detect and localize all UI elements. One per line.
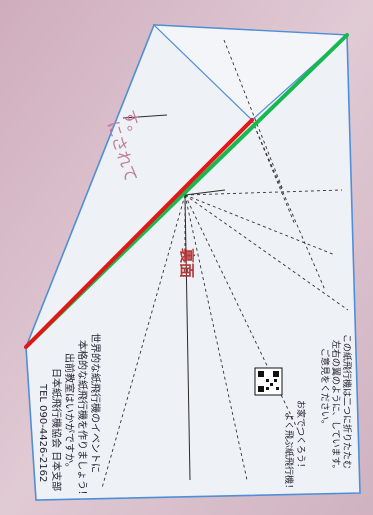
center-label: 裏面 (178, 247, 196, 278)
right-text-block: この紙飛行機は二つに折りたたむ 左右の翼のように、しています。 ご意見をください… (283, 334, 353, 493)
right-line-2: 左右の翼のように、しています。 (330, 340, 342, 474)
right-line-3: ご意見をください。 (319, 348, 331, 429)
red-line (24, 118, 254, 349)
qr-code (254, 367, 283, 396)
right-bottom-1: お家でつくろう！ (295, 400, 307, 472)
info-line-4: 日本紙飛行機協会 日本支部 (50, 368, 63, 491)
top-fold (152, 24, 349, 121)
info-line-1: 世界的な紙飛行機のイベントに (89, 333, 102, 473)
fold-lines (122, 114, 226, 481)
info-line-3: 出前教室はいかがですか。 (63, 353, 76, 473)
info-text-block: 世界的な紙飛行機のイベントに 本格的な紙飛行機を作りましょう！ 出前教室はいかが… (37, 333, 102, 500)
info-line-2: 本格的な紙飛行機を作りましょう！ (76, 340, 89, 500)
right-bottom-2: よく飛ぶ紙飛行機！ (283, 412, 295, 493)
right-line-1: この紙飛行機は二つに折りたたむ (341, 334, 353, 469)
dashed-fold-lines (101, 39, 349, 489)
info-line-5: TEL 090-4426-2162 (37, 383, 48, 482)
